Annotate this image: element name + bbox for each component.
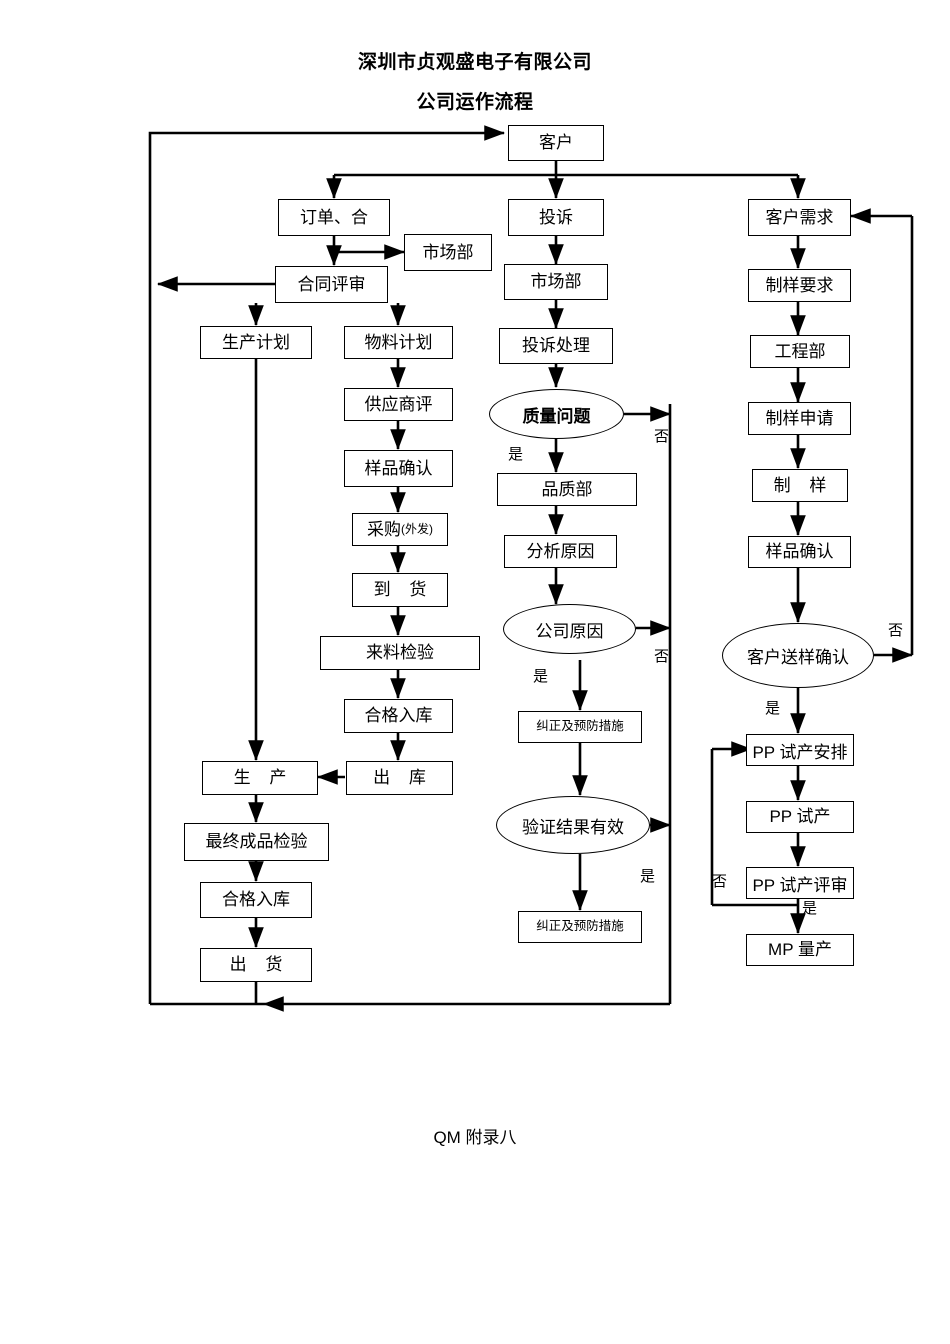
- node-corrective-preventive-action-1[interactable]: 纠正及预防措施: [518, 711, 642, 743]
- node-sample-confirmation-right[interactable]: 样品确认: [748, 536, 851, 568]
- node-sample-confirmation-material[interactable]: 样品确认: [344, 450, 453, 487]
- node-pp-trial[interactable]: PP 试产: [746, 801, 854, 833]
- page-subtitle: 公司运作流程: [416, 92, 534, 113]
- node-analyze-cause[interactable]: 分析原因: [504, 535, 617, 568]
- node-label: 分析原因: [526, 541, 595, 561]
- node-complaint-handling[interactable]: 投诉处理: [499, 328, 613, 364]
- node-sampling-application[interactable]: 制样申请: [748, 402, 851, 435]
- node-label: 到 货: [373, 580, 434, 600]
- decision-company-cause[interactable]: 公司原因: [503, 604, 636, 654]
- node-production[interactable]: 生 产: [202, 761, 318, 795]
- decision-customer-sample-confirmation[interactable]: 客户送样确认: [722, 623, 874, 688]
- node-label: 生 产: [233, 768, 294, 788]
- node-label: 客户需求: [765, 207, 834, 227]
- decision-quality-issue[interactable]: 质量问题: [489, 389, 624, 439]
- node-label-sub: (外发): [401, 522, 433, 537]
- node-contract-review[interactable]: 合同评审: [275, 266, 388, 303]
- node-label: 制样要求: [765, 275, 834, 295]
- node-label: 制 样: [773, 475, 834, 495]
- node-label: 投诉处理: [522, 336, 590, 356]
- node-label: 合同评审: [297, 274, 366, 294]
- edge-label-company-cause-no: 否: [652, 648, 669, 663]
- node-sampling[interactable]: 制 样: [752, 469, 848, 502]
- node-label: 订单、合: [300, 207, 368, 227]
- node-label: 合格入库: [364, 706, 433, 726]
- node-qualified-storage-final[interactable]: 合格入库: [200, 882, 312, 918]
- node-arrival[interactable]: 到 货: [352, 573, 448, 607]
- node-label: 公司原因: [535, 621, 604, 641]
- node-complaint[interactable]: 投诉: [508, 199, 604, 236]
- edge-label-quality-issue-no: 否: [652, 428, 669, 443]
- node-label: 质量问题: [522, 406, 591, 426]
- node-label: 品质部: [541, 479, 593, 499]
- node-label: 客户: [539, 133, 573, 153]
- node-order-contract[interactable]: 订单、合: [278, 199, 390, 236]
- node-label: 来料检验: [366, 643, 434, 663]
- node-label: 投诉: [539, 207, 573, 227]
- node-outbound[interactable]: 出 库: [346, 761, 453, 795]
- edge-label-company-cause-yes: 是: [533, 668, 549, 685]
- node-label: 市场部: [422, 242, 474, 262]
- node-label: 工程部: [774, 341, 826, 361]
- node-supplier-evaluation[interactable]: 供应商评: [344, 388, 453, 421]
- edge-label-verify-yes: 是: [640, 868, 656, 885]
- decision-verification-effective[interactable]: 验证结果有效: [496, 796, 650, 854]
- node-purchase-outsourcing[interactable]: 采购(外发): [352, 513, 448, 546]
- node-qualified-storage-material[interactable]: 合格入库: [344, 699, 453, 733]
- node-sampling-requirement[interactable]: 制样要求: [748, 269, 851, 302]
- node-label: 出 库: [373, 768, 433, 788]
- node-corrective-preventive-action-2[interactable]: 纠正及预防措施: [518, 911, 642, 943]
- node-incoming-inspection[interactable]: 来料检验: [320, 636, 480, 670]
- node-production-plan[interactable]: 生产计划: [200, 326, 312, 359]
- node-market-dept-complaint[interactable]: 市场部: [504, 264, 608, 300]
- node-label: PP 试产安排: [752, 743, 848, 762]
- node-label: 样品确认: [765, 542, 834, 562]
- node-pp-trial-arrangement[interactable]: PP 试产安排: [746, 734, 854, 766]
- node-label: 纠正及预防措施: [536, 719, 624, 734]
- node-shipment[interactable]: 出 货: [200, 948, 312, 982]
- node-label: 样品确认: [364, 458, 433, 478]
- node-engineering-dept[interactable]: 工程部: [750, 335, 850, 368]
- node-label: 制样申请: [765, 408, 834, 428]
- node-material-plan[interactable]: 物料计划: [344, 326, 453, 359]
- edge-label-pp-review-yes: 是: [802, 900, 818, 917]
- node-customer[interactable]: 客户: [508, 125, 604, 161]
- page-footer: QM 附录八: [433, 1128, 517, 1147]
- node-label: 合格入库: [222, 890, 290, 910]
- node-label: 供应商评: [364, 394, 433, 414]
- node-mp-mass-production[interactable]: MP 量产: [746, 934, 854, 966]
- page-title: 深圳市贞观盛电子有限公司: [357, 52, 592, 73]
- node-label: 生产计划: [222, 332, 290, 352]
- node-quality-dept[interactable]: 品质部: [497, 473, 637, 506]
- node-label: 采购: [367, 519, 401, 539]
- node-label: 纠正及预防措施: [536, 919, 624, 934]
- node-final-product-inspection[interactable]: 最终成品检验: [184, 823, 329, 861]
- node-market-dept-top[interactable]: 市场部: [404, 234, 492, 271]
- node-label: MP 量产: [768, 940, 832, 960]
- node-label: 客户送样确认: [747, 648, 849, 667]
- edge-label-sample-confirm-yes: 是: [765, 700, 781, 717]
- node-label: 最终成品检验: [205, 832, 308, 852]
- node-customer-requirement[interactable]: 客户需求: [748, 199, 851, 236]
- node-label: 出 货: [229, 955, 290, 975]
- node-label: 市场部: [530, 272, 582, 292]
- node-label: PP 试产: [769, 807, 831, 827]
- edge-label-quality-issue-yes: 是: [508, 446, 524, 463]
- node-label: 验证结果有效: [522, 817, 624, 837]
- node-pp-trial-review[interactable]: PP 试产评审: [746, 867, 854, 899]
- node-label: 物料计划: [364, 332, 433, 352]
- node-label: PP 试产评审: [752, 876, 848, 895]
- edge-label-sample-confirm-no: 否: [886, 622, 903, 637]
- edge-label-pp-review-no: 否: [710, 873, 727, 888]
